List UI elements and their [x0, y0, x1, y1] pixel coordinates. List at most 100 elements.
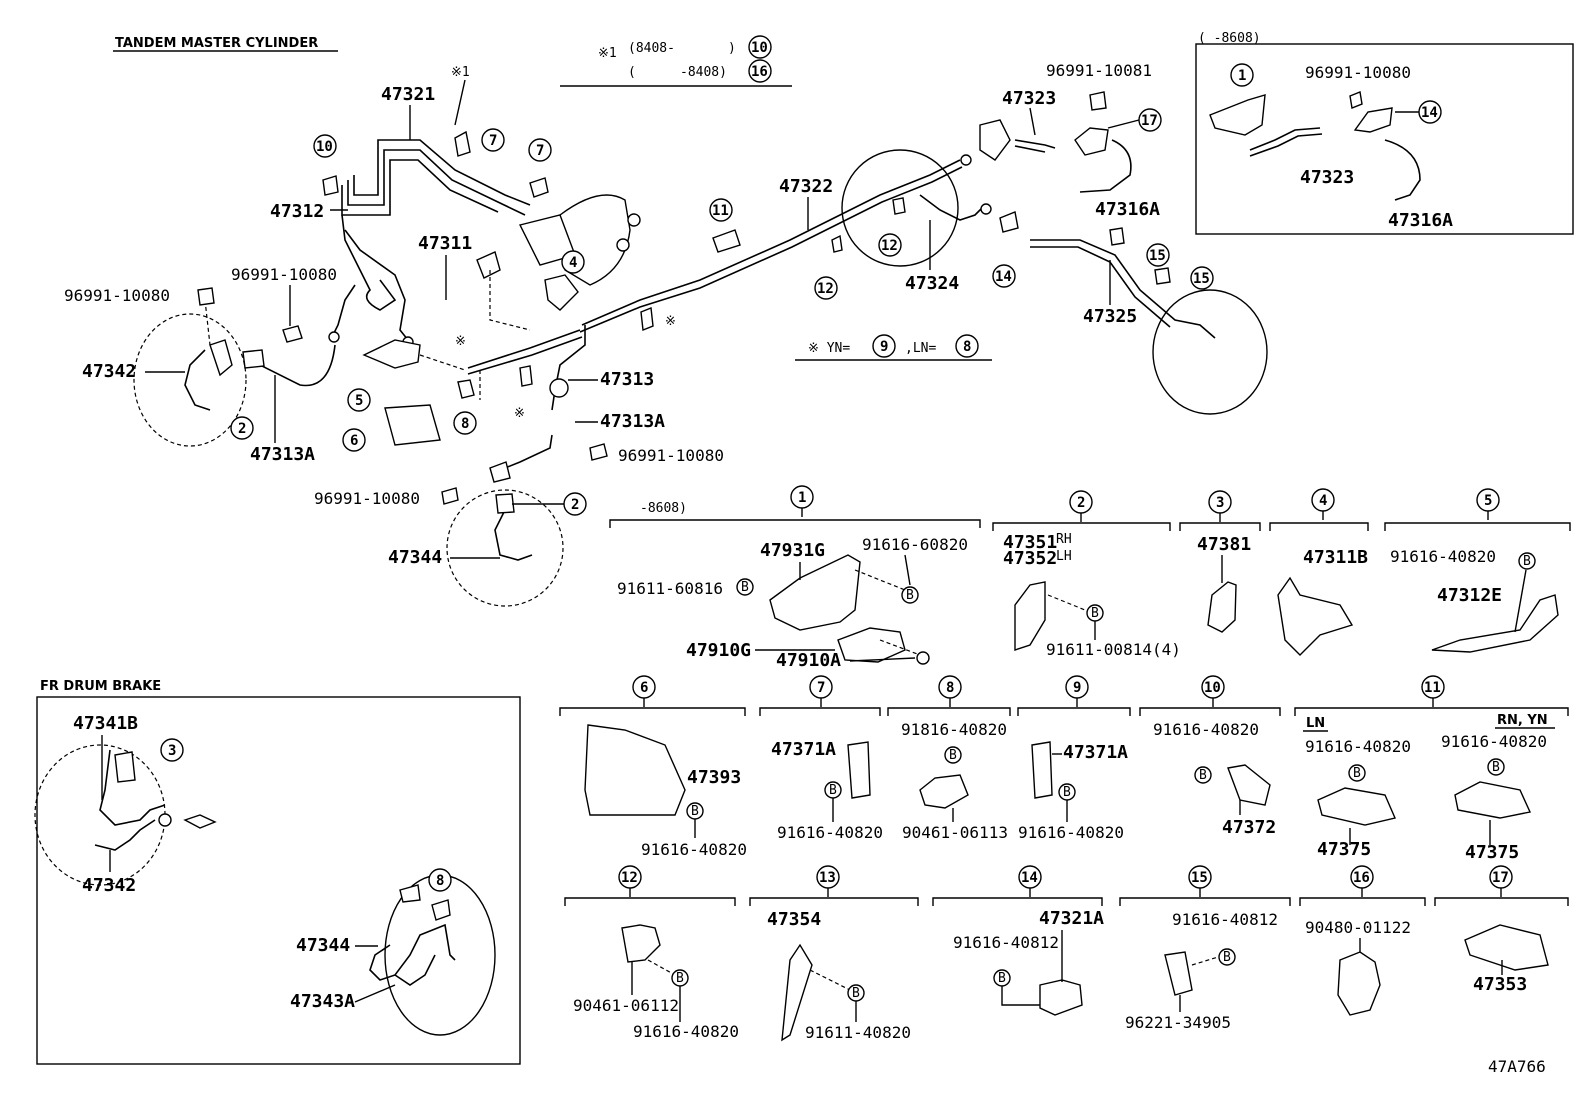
group-13-leader-bolt	[809, 969, 851, 991]
group-12-leader-bolt	[647, 959, 676, 976]
group-6-47393	[584, 724, 686, 816]
group-8-bolt	[944, 746, 962, 764]
ln-callout	[955, 334, 979, 358]
hose-47313a-lower	[499, 434, 553, 471]
callout-12-b-text: 12	[881, 238, 898, 254]
callout-15-a-text: 15	[1149, 248, 1166, 264]
note-row1-ref: 10	[751, 40, 768, 56]
booster-stud	[627, 213, 641, 227]
group-10-bracket	[1139, 707, 1281, 716]
group-9-label-47371a: 47371A	[1063, 742, 1128, 763]
clip-96991-center	[282, 325, 303, 343]
pipe-47321-b	[347, 149, 526, 216]
mark-center: ※	[455, 334, 466, 349]
group-1-leader-60820	[904, 554, 911, 586]
clip-96991-right	[589, 443, 608, 461]
bracket-4	[544, 274, 579, 311]
hose-fitting-lower	[489, 461, 511, 483]
group-15-callout-text: 15	[1191, 870, 1208, 886]
group-10-callout-text: 10	[1204, 680, 1221, 696]
inset-range: ( -8608)	[1198, 31, 1261, 46]
drum-callout-8-text: 8	[436, 873, 444, 889]
clip-12-a	[831, 234, 843, 253]
label-47324: 47324	[905, 273, 959, 294]
callout-15-a	[1146, 243, 1170, 267]
callout-8-main-text: 8	[461, 416, 469, 432]
hose-fitting-left	[242, 349, 265, 369]
pipe-47325	[1030, 239, 1216, 339]
drum-callout-8	[428, 868, 452, 892]
group-6-label-91616-40820: 91616-40820	[641, 840, 747, 859]
group-13-part	[781, 943, 813, 1042]
callout-8-main	[453, 411, 477, 435]
pipe-47343a	[394, 954, 436, 986]
group-2-bolt-mark: B	[1091, 606, 1099, 621]
hose-47316a	[1079, 139, 1132, 193]
title-drum-brake: FR DRUM BRAKE	[40, 679, 161, 694]
clip-8	[457, 379, 475, 399]
group-11-bracket	[1294, 707, 1569, 716]
group-2-label-47351: 47351	[1003, 532, 1057, 553]
callout-17-main-text: 17	[1141, 113, 1158, 129]
group-9-callout-text: 9	[1073, 680, 1081, 696]
pipe-47322-nut	[960, 154, 972, 166]
pipe-47341b	[99, 749, 166, 826]
group-1-label-47931g: 47931G	[760, 540, 825, 561]
group-13-bracket	[749, 897, 919, 906]
callout-15-b	[1190, 266, 1214, 290]
group-12-bolt-mark: B	[676, 971, 684, 986]
group-1-leader-47910a	[849, 657, 916, 662]
leader-47343a	[354, 984, 396, 1003]
group-12-part	[621, 924, 661, 963]
note-callout-16	[748, 59, 772, 83]
drum-callout-3-text: 3	[168, 743, 176, 759]
group-16-part	[1337, 951, 1381, 1016]
yn-callout	[872, 334, 896, 358]
callout-12-a	[814, 276, 838, 300]
group-9-bolt-mark: B	[1063, 785, 1071, 800]
hose-47313a-left	[249, 344, 336, 387]
front-lower-disc	[446, 489, 564, 607]
pipe-47342-drum	[94, 819, 156, 851]
inset-hose	[1384, 139, 1421, 201]
group-2-label-91611-00814: 91611-00814(4)	[1046, 640, 1181, 659]
front-left-disc	[133, 313, 247, 447]
note-row1-date: (8408-	[628, 41, 675, 56]
group-1-bracket	[609, 519, 981, 528]
note-callout-10	[748, 35, 772, 59]
group-10-label-91616-40820: 91616-40820	[1153, 720, 1259, 739]
label-47321: 47321	[381, 84, 435, 105]
bracket-left	[209, 339, 233, 377]
group-12-bracket	[564, 897, 736, 906]
group-8-label-91816-40820: 91816-40820	[901, 720, 1007, 739]
callout-6-main	[342, 428, 366, 452]
group-1-range: -8608)	[640, 501, 687, 516]
clip-left-96991	[197, 287, 215, 306]
callout-12-a-text: 12	[817, 281, 834, 297]
group-1-callout-text: 1	[798, 490, 806, 506]
group-14-label-47321a: 47321A	[1039, 908, 1104, 929]
note-row2-date: (	[628, 65, 636, 80]
group-1-47931g	[769, 554, 861, 631]
note-row2-date2: -8408)	[680, 65, 727, 80]
bracket-lower	[495, 493, 515, 514]
callout-5-main-text: 5	[355, 393, 363, 409]
group-5-label-47312e: 47312E	[1437, 585, 1502, 606]
note-row1-close: )	[728, 41, 736, 56]
group-6-callout-text: 6	[640, 680, 648, 696]
label-47323: 47323	[1002, 88, 1056, 109]
callout-4-main	[561, 250, 585, 274]
yn-ln-note: ※ YN= 9 ,LN= 8	[795, 334, 992, 361]
label-47341b: 47341B	[73, 713, 138, 734]
leader-17-main	[1107, 119, 1140, 129]
yn-ref: 9	[880, 339, 888, 355]
group-10-label-47372: 47372	[1222, 817, 1276, 838]
label-47325: 47325	[1083, 306, 1137, 327]
clip-mark	[640, 307, 654, 331]
pipe-47312-b	[341, 214, 397, 311]
group-3-label-47381: 47381	[1197, 534, 1251, 555]
group-11-bolt-a	[1348, 764, 1366, 782]
part-47311	[476, 251, 501, 279]
clip-15-a	[1109, 227, 1125, 246]
